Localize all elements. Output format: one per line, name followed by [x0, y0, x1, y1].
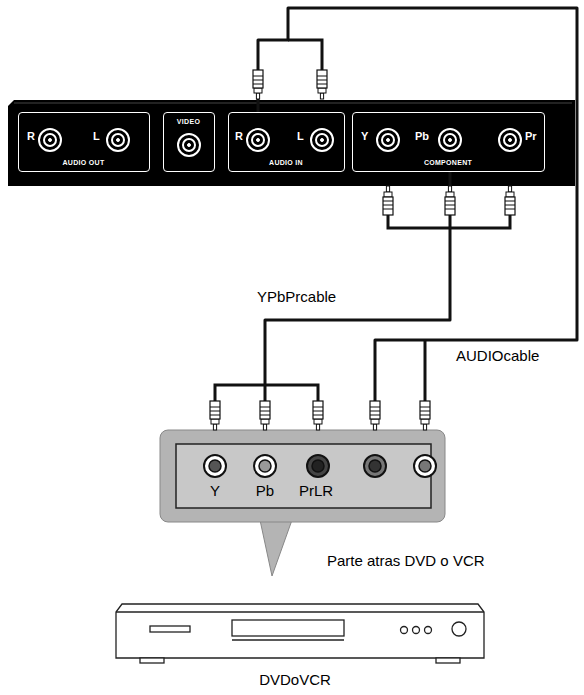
tv-jacks [39, 129, 521, 156]
cable [258, 8, 577, 430]
panel-body [8, 100, 575, 186]
dvd-jacks [204, 455, 436, 477]
player-button [413, 627, 420, 634]
jack-group-frame: Y Pb PrCOMPONENT [352, 112, 545, 172]
callout-box [160, 430, 445, 522]
jack-group-frame: R L AUDIO OUT [18, 112, 150, 172]
group-caption: AUDIO IN [267, 159, 305, 167]
rca-plug [317, 70, 327, 99]
jack [204, 455, 226, 477]
rca-plug [370, 401, 380, 430]
rca-plug [420, 401, 430, 430]
panel-edge [14, 103, 572, 104]
player-button [401, 627, 408, 634]
player-knob [452, 622, 466, 636]
jack [364, 455, 386, 477]
jack-label: PrLR [299, 483, 333, 500]
cable-label: YPbPrcable [255, 288, 338, 305]
jack-label: Y [361, 130, 368, 142]
jack [247, 129, 269, 151]
jack-label: Pb [256, 483, 274, 500]
rca-plug [210, 401, 220, 430]
cable-branch [424, 340, 427, 402]
group-caption: VIDEO [175, 118, 202, 126]
jack [499, 129, 521, 151]
group-caption: COMPONENT [422, 159, 474, 167]
tv-back-panel [8, 100, 575, 186]
player-foot [140, 658, 164, 663]
player-line [232, 639, 344, 640]
player-slot [150, 626, 190, 632]
jack-group-frame: VIDEO [163, 112, 215, 172]
rca-plug [253, 70, 263, 99]
jack [377, 129, 399, 151]
player-tray [232, 620, 344, 636]
jack-label: Pb [415, 130, 429, 142]
jack-label: R [27, 130, 35, 142]
jack-label: Pr [525, 130, 537, 142]
device-label: DVDoVCR [257, 671, 333, 688]
jack [254, 455, 276, 477]
cable-branch [288, 40, 322, 70]
rca-plug [383, 186, 393, 215]
jack [39, 129, 61, 151]
jack-group-frame: R L AUDIO IN [228, 112, 345, 172]
player-foot [436, 658, 460, 663]
callout-pointer [260, 520, 292, 576]
rca-plug [505, 186, 515, 215]
jack [439, 129, 461, 151]
group-caption: AUDIO OUT [61, 159, 107, 167]
rca-plug [313, 401, 323, 430]
back-panel-callout: Y Pb PrLR [160, 430, 445, 522]
dvd-player [116, 604, 484, 663]
rca-plug [445, 186, 455, 215]
jack [178, 134, 200, 156]
cable-branch [215, 385, 318, 402]
rca-plug [260, 401, 270, 430]
cable-branch [388, 214, 510, 228]
connector-plate [176, 444, 431, 508]
jack [311, 129, 333, 151]
jack-label: Y [210, 483, 220, 500]
cable-label: AUDIOcable [454, 347, 541, 364]
player-body [116, 604, 484, 658]
player-button [425, 627, 432, 634]
jack-label: L [297, 130, 304, 142]
callout-caption: Parte atras DVD o VCR [325, 552, 487, 569]
plugs [210, 70, 515, 430]
player-edge [116, 611, 484, 612]
jack [107, 129, 129, 151]
jack-label: L [93, 130, 100, 142]
jack-label: R [235, 130, 243, 142]
jack [414, 455, 436, 477]
jack [307, 455, 329, 477]
